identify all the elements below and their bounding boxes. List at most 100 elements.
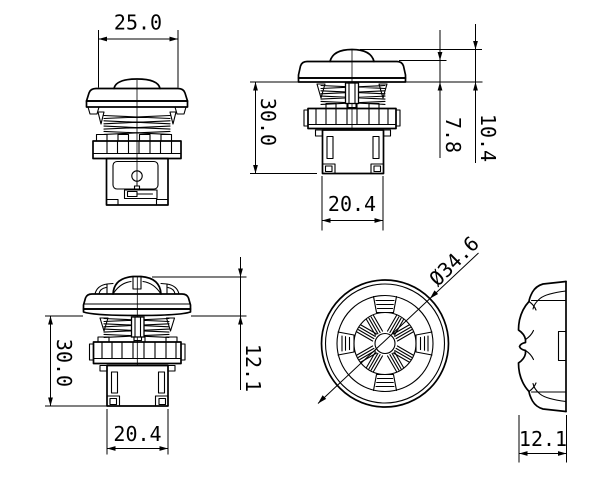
dimension-profile-depth: 12.1 bbox=[518, 415, 567, 463]
dim-label-10-4: 10.4 bbox=[476, 114, 500, 162]
center-notch bbox=[557, 330, 567, 362]
view-cap-profile bbox=[517, 280, 567, 413]
drawing-line bbox=[101, 341, 177, 360]
switch-body bbox=[99, 364, 176, 407]
clip-right bbox=[169, 111, 177, 125]
petal-arcs bbox=[524, 329, 535, 361]
drawing-line bbox=[303, 109, 309, 127]
drawing-line bbox=[356, 345, 378, 363]
cap-lip-right bbox=[174, 106, 187, 115]
drawing-line bbox=[88, 343, 95, 361]
drawing-line bbox=[315, 107, 389, 126]
extension-lines bbox=[321, 176, 384, 231]
stub-left bbox=[314, 129, 324, 137]
dimension-cap-rim-height: 7.8 bbox=[399, 30, 465, 158]
star-cap bbox=[82, 275, 192, 317]
foot-right bbox=[154, 395, 169, 407]
dim-label-12-1-star: 12.1 bbox=[241, 344, 265, 392]
view-side bbox=[297, 48, 407, 175]
radial-spokes bbox=[356, 314, 414, 373]
drawing-line bbox=[98, 286, 176, 295]
arrowhead bbox=[374, 218, 383, 223]
clip-left bbox=[99, 317, 109, 332]
drawing-line bbox=[375, 299, 395, 310]
key-slot bbox=[130, 316, 145, 338]
dimension-star-body-width: 20.4 bbox=[106, 409, 169, 455]
bracket-right bbox=[372, 135, 380, 160]
drawing-line bbox=[103, 114, 171, 120]
drawing-line bbox=[337, 331, 355, 356]
foot-left bbox=[105, 198, 119, 206]
drawing-line bbox=[95, 133, 108, 142]
extension-lines bbox=[98, 30, 179, 88]
dimension-front-width: 25.0 bbox=[98, 11, 179, 88]
dim-label-diameter: Ø34.6 bbox=[424, 231, 484, 291]
drawing-line bbox=[134, 316, 142, 338]
key-slot bbox=[344, 82, 360, 105]
drawing-line bbox=[341, 335, 351, 352]
diameter-leader-line bbox=[317, 252, 479, 404]
drawing-line bbox=[415, 331, 433, 356]
dim-label-30-0-star: 30.0 bbox=[52, 339, 76, 387]
arrowhead bbox=[473, 82, 478, 91]
arrowhead bbox=[519, 451, 528, 456]
mounting-nut bbox=[88, 336, 186, 365]
drawing-line bbox=[356, 324, 378, 342]
drawing-line bbox=[392, 345, 414, 363]
drawing-line bbox=[180, 343, 186, 361]
arrowhead bbox=[253, 82, 258, 91]
clip-right bbox=[165, 317, 176, 332]
drawing-line bbox=[365, 351, 384, 373]
drawing-line bbox=[106, 140, 173, 155]
cap-lip-left bbox=[87, 106, 100, 115]
drawing-line bbox=[321, 129, 385, 175]
arrowhead bbox=[318, 395, 327, 404]
dim-label-30-0-side: 30.0 bbox=[256, 98, 280, 146]
terminal-left bbox=[109, 397, 118, 406]
drawing-line bbox=[160, 282, 180, 295]
hub-circle bbox=[353, 311, 417, 376]
tab-west bbox=[337, 331, 355, 356]
drawing-line bbox=[392, 324, 414, 342]
center-hole bbox=[374, 332, 396, 355]
dim-label-12-1-profile: 12.1 bbox=[519, 427, 567, 451]
drawing-line bbox=[348, 82, 356, 105]
extension-lines bbox=[152, 276, 247, 317]
terminal-right bbox=[158, 397, 167, 406]
spring-coil bbox=[97, 111, 177, 135]
dimension-cap-total-height: 10.4 bbox=[360, 24, 500, 163]
petal-arcs-2 bbox=[528, 300, 537, 393]
drawing-line bbox=[365, 314, 384, 336]
arrowhead bbox=[437, 52, 443, 61]
drawing-line bbox=[94, 282, 114, 295]
foot-left bbox=[321, 163, 336, 175]
dim-label-20-4-side: 20.4 bbox=[328, 192, 376, 216]
drawing-line bbox=[132, 275, 142, 290]
arrowhead bbox=[107, 446, 116, 451]
drawing-line bbox=[82, 308, 192, 317]
extension-lines bbox=[106, 409, 169, 455]
drawing-line bbox=[386, 314, 405, 336]
dim-label-7-8: 7.8 bbox=[441, 117, 465, 153]
outer-circle bbox=[320, 279, 450, 408]
dimension-side-height: 30.0 bbox=[250, 81, 317, 174]
arrowhead bbox=[48, 397, 53, 406]
foot-right bbox=[155, 198, 169, 206]
extension-lines bbox=[250, 81, 317, 174]
drawing-line bbox=[112, 275, 162, 295]
drawing-line bbox=[103, 125, 171, 130]
drawing-line bbox=[138, 133, 151, 142]
terminal-right bbox=[373, 165, 382, 173]
clip-left bbox=[97, 111, 105, 125]
dimension-side-body-width: 20.4 bbox=[321, 176, 384, 231]
clip-left bbox=[316, 83, 326, 99]
dim-label-20-4-star: 20.4 bbox=[113, 422, 161, 446]
inner-ring bbox=[336, 294, 434, 393]
outer-ring bbox=[324, 283, 446, 404]
dim-label-25-0: 25.0 bbox=[114, 11, 162, 35]
view-top bbox=[320, 279, 450, 408]
drawing-line bbox=[112, 160, 159, 190]
drawing-line bbox=[105, 157, 169, 206]
